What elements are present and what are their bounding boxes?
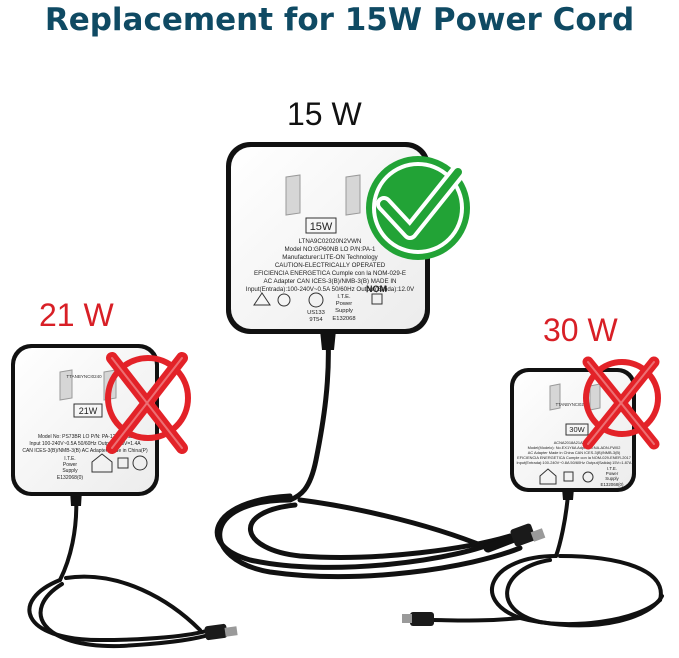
right-cert-line: Power [606, 471, 619, 476]
right-cert-code: E132068(0) [601, 482, 624, 487]
left-adapter [11, 344, 159, 506]
left-serial: TTANBYNCI0240 [66, 374, 102, 379]
right-model-text: ACNA2018A21AT9A5K Model(Modelo): No.EX1Y… [516, 440, 631, 465]
wattage-label-21w: 21 W [39, 297, 114, 333]
double-insulation-icon [117, 457, 129, 469]
efficiency-vi-icon [132, 455, 148, 471]
energy-star-icon [277, 293, 291, 307]
warning-triangle-icon [253, 292, 271, 306]
ul-mark-icon [308, 292, 324, 308]
left-model-text: Model No: PS73BR LO P/N: PA-1210-1AE Inp… [22, 434, 148, 454]
center-model-line: LTNA9C02020N2VWN [299, 238, 362, 245]
right-model-line: ACNA2018A21AT9A5K [554, 440, 595, 445]
wattage-label-15w: 15 W [287, 96, 362, 132]
left-model-line: Model No: PS73BR LO P/N: PA-1210-1AE [38, 434, 133, 440]
center-model-line: Manufacturer:LITE-ON Technology [282, 254, 378, 261]
left-badge-text: 21W [79, 406, 98, 416]
left-adapter-cable [27, 492, 212, 649]
center-cert-line: Supply [335, 308, 353, 314]
right-serial: TTANBYNCI0240 [556, 402, 589, 407]
right-cable-plug [402, 612, 434, 626]
check-icon [366, 156, 470, 260]
right-badge-text: 30W [569, 425, 585, 434]
right-cert-marks [539, 468, 594, 485]
left-cert-line: I.T.E. [64, 456, 75, 462]
left-cert-marks [91, 453, 148, 473]
center-model-text: LTNA9C02020N2VWN Model NO:GP60NB LO P/N:… [246, 238, 415, 293]
right-cert-line: Supply [605, 476, 619, 481]
wattage-label-30w: 30 W [543, 312, 618, 348]
left-cert-line: Power [63, 462, 78, 468]
center-model-line: Model NO:GP60NB LO P/N:PA-1 [284, 246, 376, 253]
center-ul-code: 9T54 [309, 317, 323, 323]
center-nom-mark: NOM [366, 284, 387, 294]
indoor-use-icon [539, 468, 557, 485]
right-model-line: AC Adapter Made in China CAN ICES-3(B)/N… [528, 450, 621, 455]
double-insulation-icon [371, 293, 383, 305]
center-model-line: CAUTION-ELECTRICALLY OPERATED [275, 262, 386, 269]
right-model-line: EFICIENCIA ENERGETICA Cumple con la NOM-… [517, 455, 631, 460]
left-cable-plug [204, 623, 238, 641]
center-cert-line: Power [336, 301, 353, 307]
center-badge-text: 15W [310, 221, 333, 233]
right-adapter-cable [430, 492, 664, 628]
right-adapter [510, 368, 636, 500]
center-model-line: EFICIENCIA ENERGETICA Cumple con la NOM-… [254, 270, 406, 277]
left-model-line: Input 100-240V~0.5A 50/60Hz Output 15.3V… [29, 441, 141, 447]
center-model-line: AC Adapter CAN ICES-3(B)/NMB-3(B) MADE I… [263, 278, 396, 285]
center-model-line: Input(Entrada):100-240V~0.5A 50/60Hz Out… [246, 286, 415, 293]
left-cert-code: E132068(0) [57, 475, 83, 481]
center-cert-line: I.T.E. [337, 294, 351, 300]
indoor-use-icon [91, 453, 113, 473]
center-adapter-cable [214, 333, 523, 580]
page-title: Replacement for 15W Power Cord [44, 2, 635, 38]
right-model-line: Input(Entrada):100-240V~0.8A 50/60Hz Out… [516, 460, 631, 465]
center-cable-plug [483, 523, 546, 553]
double-insulation-icon [563, 471, 574, 482]
center-ul-code: US133 [307, 310, 325, 316]
efficiency-vi-icon [582, 471, 594, 483]
cross-icon [582, 356, 661, 450]
right-model-line: Model(Modelo): No.EX1Y6A Adpt P/N:NA-ADN… [528, 445, 621, 450]
cross-icon [105, 352, 191, 454]
right-cert-line: I.T.E. [607, 466, 617, 471]
left-model-line: CAN ICES-3(B)/NMB-3(B) AC Adapter Made i… [22, 448, 148, 454]
center-cert-code: E132068 [332, 316, 355, 322]
left-cert-line: Supply [62, 468, 78, 474]
center-cert-marks [253, 292, 383, 308]
